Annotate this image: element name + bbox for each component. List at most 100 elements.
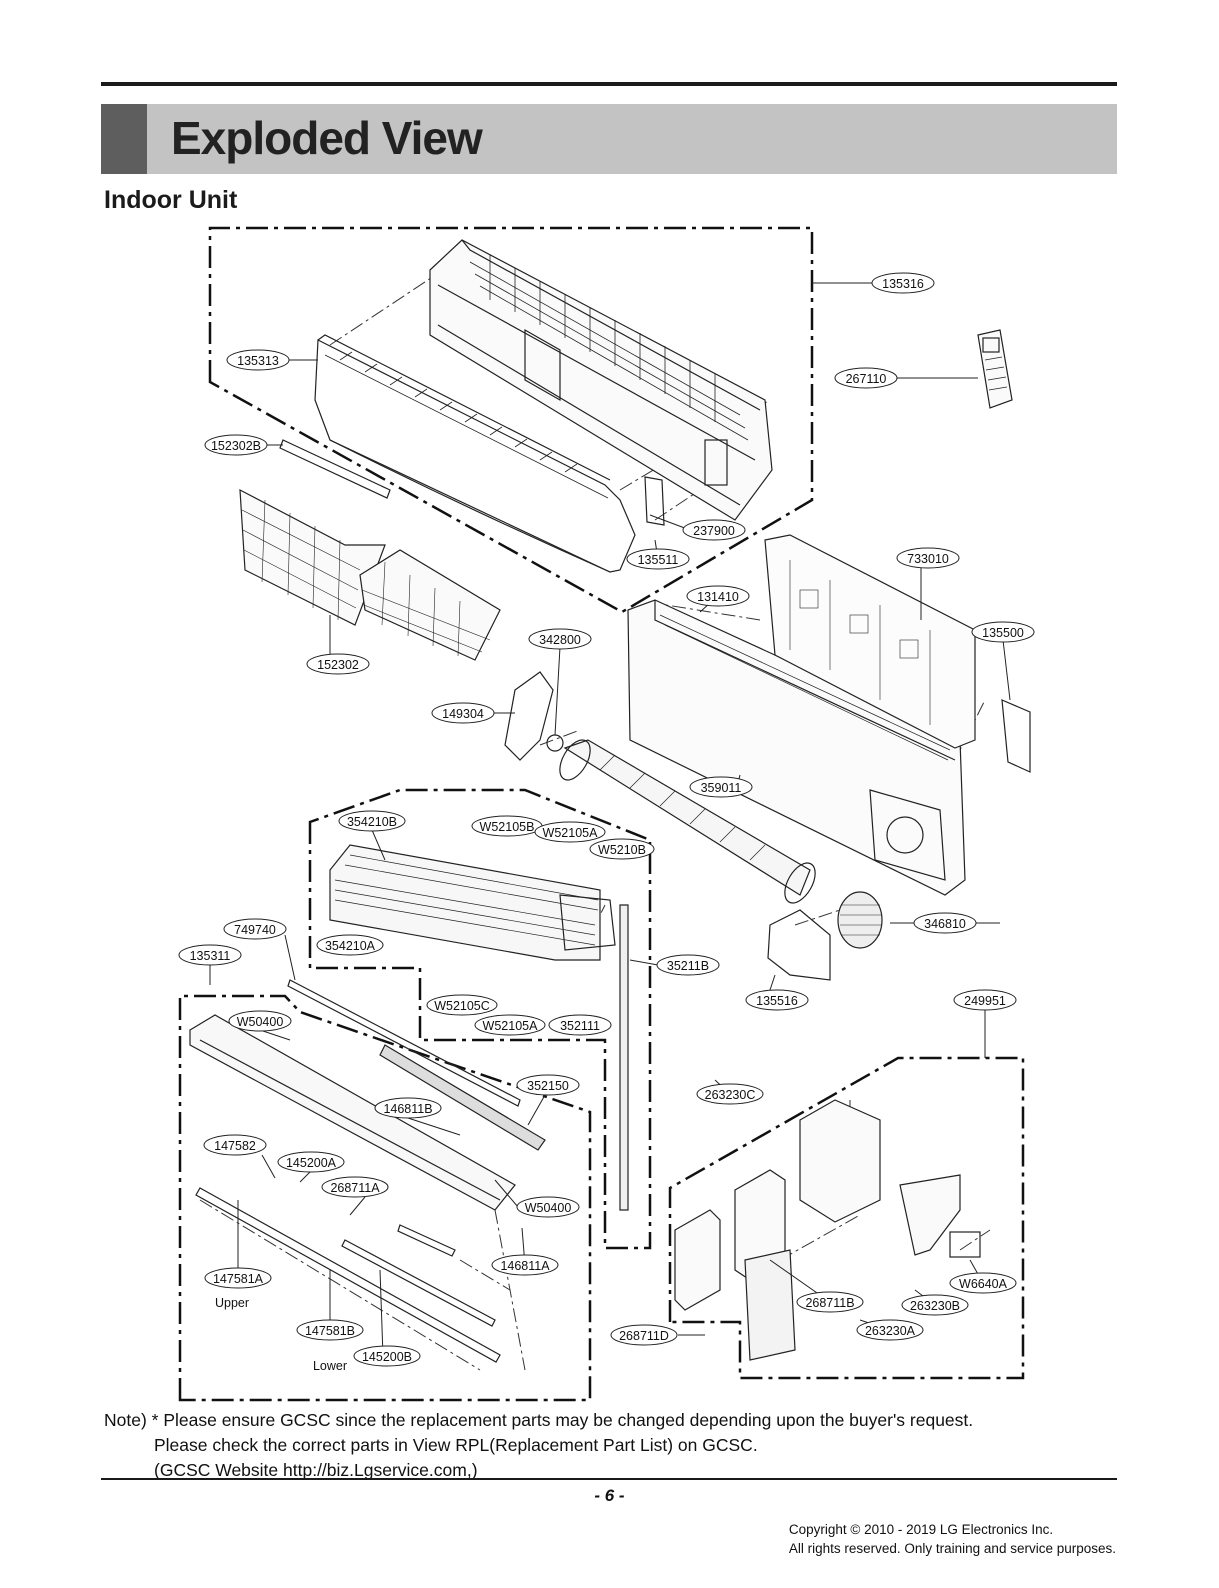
component-drawings — [189, 239, 1031, 1363]
svg-text:135500: 135500 — [982, 626, 1024, 640]
part-label-W5210B: W5210B — [589, 838, 655, 860]
svg-text:135511: 135511 — [638, 553, 679, 567]
evaporator — [329, 844, 616, 961]
cover-plate — [644, 476, 665, 526]
installation-plate — [764, 534, 976, 749]
svg-text:145200A: 145200A — [286, 1156, 337, 1170]
svg-text:346810: 346810 — [924, 917, 966, 931]
part-label-268711B: 268711B — [796, 1291, 864, 1313]
assembly-line-14 — [959, 1229, 991, 1251]
heat-exchanger-group-boundary — [308, 788, 652, 1250]
vane-motor-link — [397, 1224, 456, 1257]
part-label-268711A: 268711A — [321, 1176, 389, 1198]
svg-text:354210B: 354210B — [347, 815, 397, 829]
svg-text:145200B: 145200B — [362, 1350, 412, 1364]
note-line-1: Note) * Please ensure GCSC since the rep… — [104, 1410, 974, 1430]
assembly-line-11 — [494, 1209, 526, 1371]
bottom-rule — [101, 1478, 1117, 1480]
control-box-group-boundary — [668, 1056, 1025, 1380]
svg-text:354210A: 354210A — [325, 939, 376, 953]
part-label-135311: 135311 — [178, 944, 242, 966]
copyright-line-2: All rights reserved. Only training and s… — [788, 1541, 1116, 1556]
part-label-152302: 152302 — [306, 653, 370, 675]
assembly-line-4 — [659, 603, 761, 621]
part-label-145200B: 145200B — [353, 1345, 421, 1367]
part-label-733010: 733010 — [896, 547, 960, 569]
part-label-W52105A-lower: W52105A — [474, 1014, 546, 1036]
svg-text:152302B: 152302B — [211, 439, 261, 453]
part-label-354210A: 354210A — [316, 934, 384, 956]
part-label-145200A: 145200A — [277, 1151, 345, 1173]
part-label-W6640A: W6640A — [949, 1272, 1017, 1294]
part-label-149304: 149304 — [431, 702, 495, 724]
section-subtitle: Indoor Unit — [104, 186, 238, 214]
connecting-pipe — [287, 979, 521, 1107]
svg-text:237900: 237900 — [693, 524, 735, 538]
svg-text:149304: 149304 — [442, 707, 484, 721]
group-boundaries — [178, 226, 1025, 1402]
note-line-3: (GCSC Website http://biz.Lgservice.com,) — [154, 1460, 478, 1480]
part-label-342800: 342800 — [528, 628, 592, 650]
assembly-line-1 — [329, 271, 441, 346]
svg-text:359011: 359011 — [701, 781, 742, 795]
lower-caption: Lower — [313, 1359, 347, 1373]
motor-cover — [767, 909, 831, 981]
svg-text:352150: 352150 — [527, 1079, 569, 1093]
svg-text:135316: 135316 — [882, 277, 924, 291]
note-line-2: Please check the correct parts in View R… — [154, 1435, 758, 1455]
copyright-line-1: Copyright © 2010 - 2019 LG Electronics I… — [788, 1522, 1054, 1537]
svg-text:147582: 147582 — [214, 1139, 256, 1153]
page-number: - 6 - — [594, 1486, 625, 1505]
part-label-W52105A: W52105A — [534, 821, 606, 843]
svg-text:W52105B: W52105B — [480, 820, 535, 834]
part-label-147581B: 147581B — [296, 1319, 364, 1341]
part-label-263230A: 263230A — [856, 1319, 924, 1341]
assembly-line-7 — [794, 909, 841, 926]
svg-text:268711D: 268711D — [619, 1329, 669, 1343]
part-label-359011: 359011 — [689, 776, 753, 798]
chassis-cabinet — [429, 239, 773, 521]
part-label-749740: 749740 — [223, 918, 287, 940]
part-label-135516: 135516 — [745, 989, 809, 1011]
part-label-267110: 267110 — [834, 367, 898, 389]
svg-text:W52105C: W52105C — [434, 999, 490, 1013]
svg-text:W52105A: W52105A — [543, 826, 599, 840]
svg-text:135313: 135313 — [237, 354, 279, 368]
assembly-line-9 — [459, 1259, 511, 1291]
svg-text:131410: 131410 — [697, 590, 739, 604]
part-label-237900: 237900 — [682, 519, 746, 541]
part-labels: 135316 135313 267110 152302B 237900 1355… — [178, 272, 1035, 1367]
part-label-146811B: 146811B — [374, 1097, 442, 1119]
part-label-263230B: 263230B — [901, 1294, 969, 1316]
svg-text:263230B: 263230B — [910, 1299, 960, 1313]
svg-text:267110: 267110 — [846, 372, 887, 386]
svg-text:268711A: 268711A — [330, 1181, 380, 1195]
air-filter-left — [239, 488, 386, 626]
drain-hose — [379, 1044, 546, 1151]
svg-text:147581A: 147581A — [213, 1272, 264, 1286]
assembly-line-13 — [779, 1214, 861, 1261]
part-label-147582: 147582 — [203, 1134, 267, 1156]
front-panel-group-boundary — [208, 226, 814, 614]
svg-text:W6640A: W6640A — [959, 1277, 1008, 1291]
svg-text:152302: 152302 — [317, 658, 359, 672]
drain-pipe — [619, 904, 629, 1211]
part-label-W52105B: W52105B — [471, 815, 543, 837]
part-label-352111: 352111 — [548, 1014, 612, 1036]
part-label-147581A: 147581A — [204, 1267, 272, 1289]
svg-text:749740: 749740 — [234, 923, 276, 937]
part-label-263230C: 263230C — [696, 1083, 764, 1105]
svg-text:W50400: W50400 — [525, 1201, 572, 1215]
part-label-249951: 249951 — [953, 989, 1017, 1011]
part-label-354210B: 354210B — [338, 810, 406, 832]
title-bar: Exploded View — [101, 104, 1117, 174]
part-label-135316: 135316 — [871, 272, 935, 294]
svg-text:342800: 342800 — [539, 633, 581, 647]
page-title: Exploded View — [171, 112, 483, 164]
svg-text:263230A: 263230A — [865, 1324, 916, 1338]
svg-text:733010: 733010 — [907, 552, 949, 566]
svg-text:146811A: 146811A — [500, 1259, 550, 1273]
title-accent-block — [101, 104, 147, 174]
part-label-146811A: 146811A — [491, 1254, 559, 1276]
